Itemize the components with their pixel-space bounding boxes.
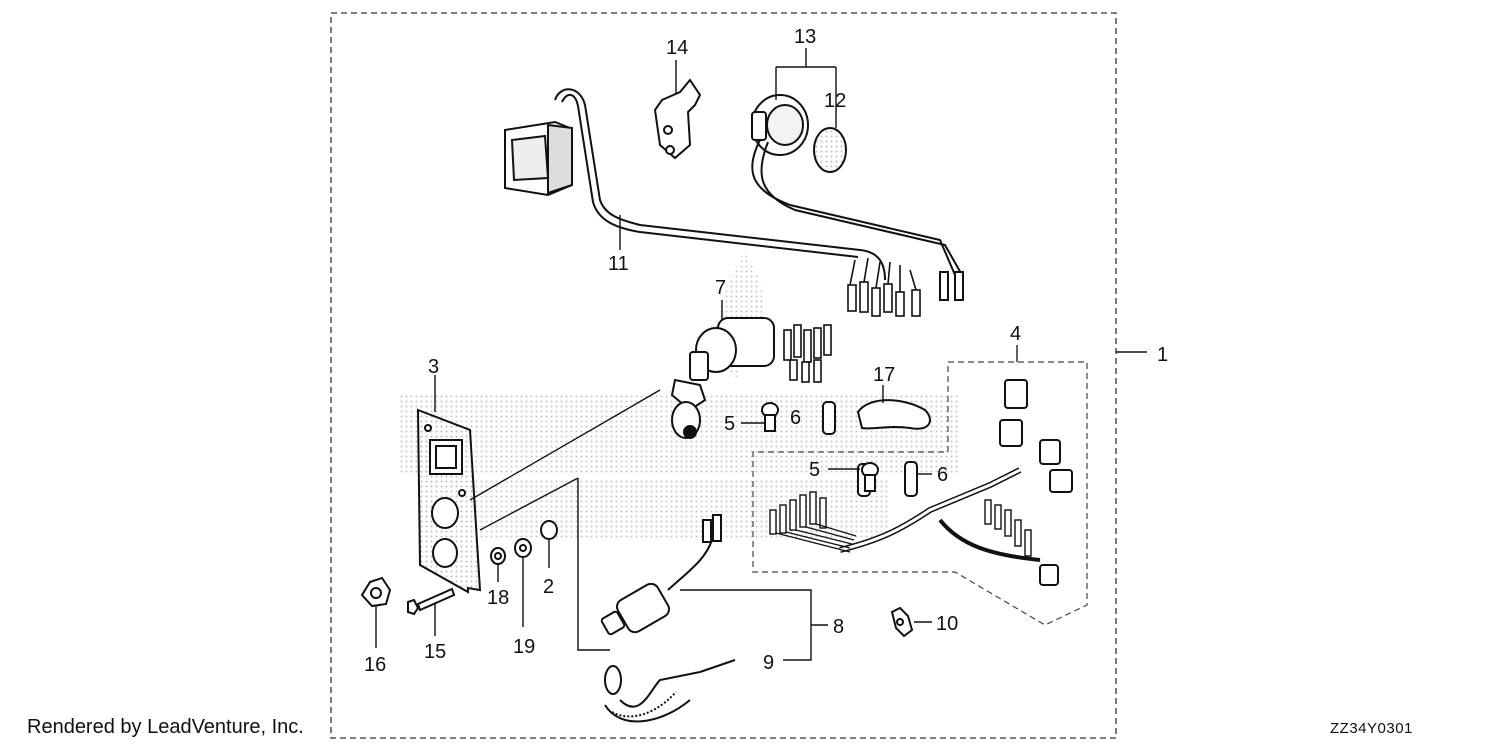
credit-text: Rendered by LeadVenture, Inc.	[27, 716, 304, 738]
callout-19: 19	[513, 636, 535, 658]
switch-harness-part	[504, 88, 921, 317]
meter-part	[751, 94, 964, 301]
callout-13: 13	[794, 26, 816, 48]
assembly-boundary	[330, 12, 1117, 739]
callout-8: 8	[833, 616, 844, 638]
hardware-parts	[360, 520, 558, 616]
ignition-switch-part	[670, 317, 832, 439]
lanyard-part	[604, 659, 736, 723]
callout-17: 17	[873, 364, 895, 386]
callout-5a: 5	[724, 413, 735, 435]
callout-6b: 6	[937, 464, 948, 486]
callout-5b: 5	[809, 459, 820, 481]
bracket-part	[653, 78, 702, 160]
callout-18: 18	[487, 587, 509, 609]
callout-1: 1	[1157, 344, 1168, 366]
callout-12: 12	[824, 90, 846, 112]
callout-7: 7	[715, 277, 726, 299]
panel-part	[416, 408, 482, 594]
harness-subassembly-box	[752, 361, 1088, 626]
callout-9: 9	[763, 652, 774, 674]
clip-part	[890, 606, 914, 638]
callout-14: 14	[666, 37, 688, 59]
diagram-code: ZZ34Y0301	[1330, 720, 1413, 737]
callout-16: 16	[364, 654, 386, 676]
callout-2: 2	[543, 576, 554, 598]
main-harness-part	[769, 379, 1073, 586]
callout-3: 3	[428, 356, 439, 378]
callout-10: 10	[936, 613, 958, 635]
stop-switch-part	[600, 514, 722, 636]
callout-11: 11	[608, 253, 629, 275]
callout-6a: 6	[790, 407, 801, 429]
callout-4: 4	[1010, 323, 1021, 345]
clamp-parts	[761, 399, 931, 497]
callout-15: 15	[424, 641, 446, 663]
